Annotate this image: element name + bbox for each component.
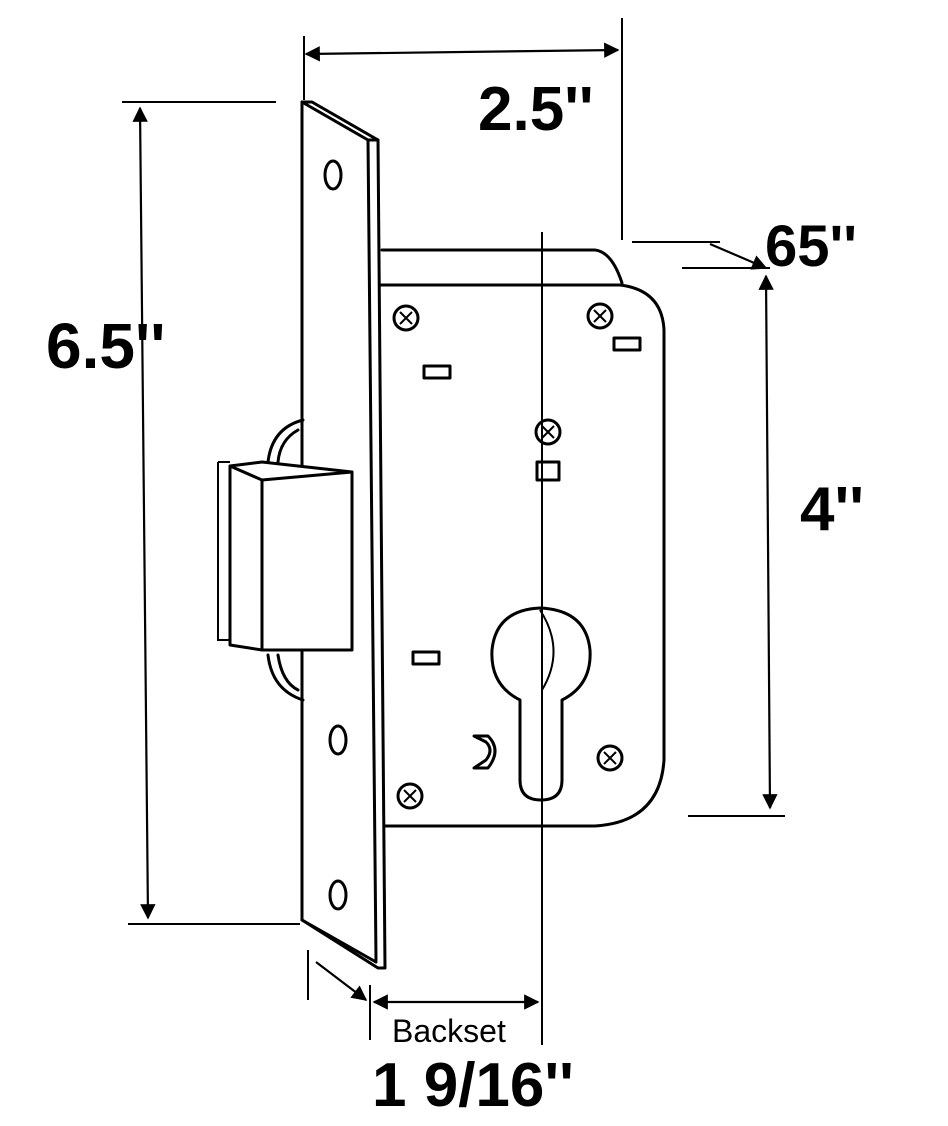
latch-bolt — [217, 418, 354, 702]
screw-icon — [392, 304, 420, 332]
thickness-label: 65'' — [765, 214, 857, 279]
backset-label: 1 9/16'' — [372, 1051, 574, 1120]
height-label: 6.5'' — [46, 310, 165, 382]
mounting-hole — [328, 724, 348, 756]
screws — [392, 302, 624, 810]
center-distance-dimension — [688, 274, 785, 817]
key-slots — [411, 336, 642, 770]
screw-icon — [534, 418, 562, 446]
slot — [411, 650, 441, 666]
mounting-hole — [323, 159, 343, 191]
screw-icon — [396, 782, 424, 810]
screw-icon — [586, 302, 614, 330]
slot — [472, 734, 497, 770]
width-dimension — [303, 18, 623, 240]
screw-icon — [596, 744, 624, 772]
width-label: 2.5'' — [478, 75, 594, 144]
backset-caption: Backset — [392, 1013, 506, 1049]
slot — [422, 364, 452, 380]
backset-dimension — [307, 950, 540, 1040]
lock-body — [378, 248, 666, 828]
slot — [612, 336, 642, 352]
center-distance-label: 4'' — [800, 475, 864, 544]
thickness-dimension — [632, 241, 770, 270]
slot — [535, 460, 561, 482]
height-dimension — [122, 101, 300, 925]
mounting-holes — [323, 159, 348, 911]
mounting-hole — [328, 879, 348, 911]
